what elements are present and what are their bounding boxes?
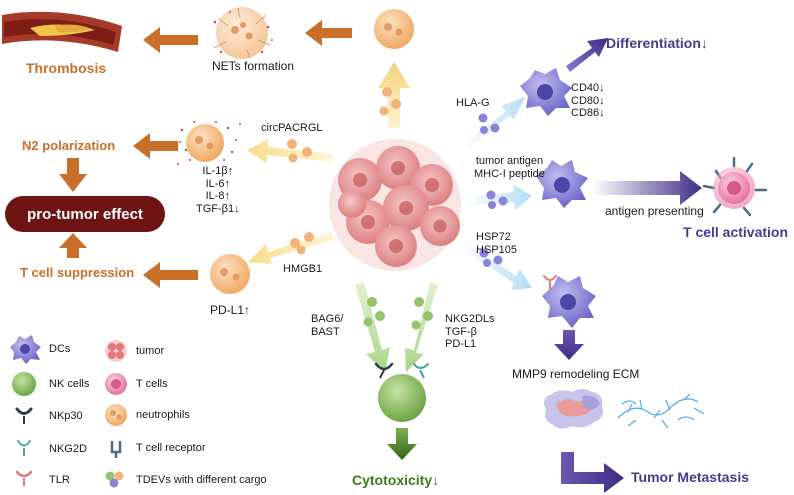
arrow-neutrophil-to-n2 [133, 133, 178, 159]
legend-label-tumor: tumor [136, 345, 165, 357]
legend-label-tdevs: TDEVs with different cargo [136, 474, 267, 486]
arrow-nets-to-thrombosis [143, 27, 198, 53]
arrow-antigen-presenting [592, 171, 702, 205]
arrow-neutrophil-to-tcellsupp [143, 262, 198, 288]
legend-label-tcr: T cell receptor [136, 442, 206, 454]
arrow-n2-to-protumor [59, 158, 87, 192]
tumor-cluster-icon [329, 139, 461, 271]
legend-tcr-icon [110, 441, 122, 458]
cytokine-il8: IL-8↑ [205, 190, 231, 203]
cd80-marker: CD80↓ [571, 94, 605, 107]
bast-line: BAST [311, 325, 340, 338]
nkg2dls-line: NKG2DLs [445, 313, 495, 325]
arrow-tumor-to-neutrophil-top [378, 62, 410, 128]
nk-cell-icon [374, 362, 429, 422]
legend-label-neutrophils: neutrophils [136, 409, 190, 421]
arrow-hsp [459, 240, 532, 290]
hsp-label: HSP72 HSP105 [476, 231, 517, 256]
dc-cell-tlr-icon [542, 275, 596, 328]
label-hmgb1: HMGB1 [283, 263, 323, 275]
dc-cell-antigen-icon [536, 160, 588, 208]
hsp105-line: HSP105 [476, 243, 517, 256]
label-t-cell-activation: T cell activation [683, 224, 789, 240]
cytokine-il6: IL-6↑ [205, 177, 231, 190]
cd86-marker: CD86↓ [571, 107, 605, 120]
t-cell-activated-icon [702, 156, 768, 217]
label-antigen-presenting: antigen presenting [605, 204, 704, 218]
cytokine-list: IL-1β↑ IL-6↑ IL-8↑ TGF-β1↓ [196, 165, 240, 216]
cytokine-tgfb1: TGF-β1↓ [196, 202, 240, 215]
pdl1-line: PD-L1 [445, 338, 477, 351]
legend-nk-icon [12, 372, 36, 396]
tgfb-line: TGF-β [445, 325, 477, 338]
arrow-differentiation [566, 38, 608, 72]
tumor-antigen-line: tumor antigen [475, 155, 544, 167]
legend-label-dcs: DCs [49, 343, 71, 355]
arrow-cytotoxicity [387, 428, 417, 460]
arrow-nkg2dls-to-nk [405, 282, 438, 372]
label-circpacrgl: circPACRGL [261, 122, 323, 134]
arrow-bag6-to-nk [355, 282, 390, 372]
legend-label-nk: NK cells [49, 378, 90, 390]
arrow-tumor-to-neutrophil-n2 [246, 139, 333, 164]
cd-marker-list: CD40↓ CD80↓ CD86↓ [571, 82, 605, 120]
arrow-tumor-antigen [466, 184, 532, 210]
nkg2dls-label: NKG2DLs TGF-β PD-L1 [445, 313, 495, 351]
pro-tumor-effect-badge: pro-tumor effect [5, 196, 165, 232]
legend-label-tlr: TLR [49, 474, 70, 486]
cytokine-il1b: IL-1β↑ [202, 165, 234, 177]
neutrophil-n2-icon [177, 121, 241, 165]
arrow-tcellsupp-to-protumor [59, 233, 87, 258]
legend-label-nkp30: NKp30 [49, 410, 83, 422]
label-pdl1-up: PD-L1↑ [210, 303, 251, 317]
dc-cell-hla-icon [520, 68, 572, 116]
bag6-line: BAG6/ [311, 313, 344, 325]
legend-neutrophil-icon [105, 404, 127, 426]
legend-label-tcells: T cells [136, 378, 168, 390]
label-differentiation: Differentiation↓ [606, 35, 708, 51]
legend-tcell-icon [105, 373, 127, 395]
legend-nkg2d-icon [17, 440, 31, 456]
label-thrombosis: Thrombosis [26, 60, 107, 76]
label-tumor-metastasis: Tumor Metastasis [631, 469, 749, 485]
legend-tdev-icon [105, 471, 124, 488]
label-t-cell-suppression: T cell suppression [20, 265, 135, 280]
label-hla-g: HLA-G [456, 97, 490, 109]
neutrophil-top-icon [374, 9, 414, 49]
mhc-peptide-line: MHC-I peptide [474, 167, 545, 180]
cd40-marker: CD40↓ [571, 82, 605, 94]
ecm-remodeling-icon [544, 389, 705, 429]
arrow-hla-g [463, 96, 526, 149]
legend-label-nkg2d: NKG2D [49, 443, 87, 455]
legend-nkp30-icon [15, 407, 33, 424]
tlr-receptor-icon [543, 275, 557, 291]
label-cytotoxicity: Cytotoxicity↓ [352, 472, 440, 488]
label-nets-formation: NETs formation [212, 59, 295, 73]
label-n2-polarization: N2 polarization [22, 138, 116, 153]
bag6-label: BAG6/ BAST [311, 313, 343, 338]
neutrophil-pdl1-icon [210, 254, 250, 294]
hsp72-line: HSP72 [476, 231, 511, 243]
blood-vessel-icon [2, 11, 122, 53]
arrow-mmp9 [554, 330, 584, 360]
tumor-antigen-label: tumor antigen MHC-I peptide [474, 155, 545, 180]
legend-dc-icon [10, 335, 41, 364]
legend-tlr-icon [15, 470, 33, 486]
arrow-tumor-to-neutrophil-pdl1 [248, 232, 334, 264]
legend [10, 335, 127, 488]
label-mmp9: MMP9 remodeling ECM [512, 367, 640, 381]
arrow-tumor-to-nets [305, 20, 352, 46]
arrow-tumor-metastasis [561, 452, 624, 493]
legend-tumor-icon [105, 340, 127, 362]
nets-neutrophil-icon [213, 7, 273, 59]
